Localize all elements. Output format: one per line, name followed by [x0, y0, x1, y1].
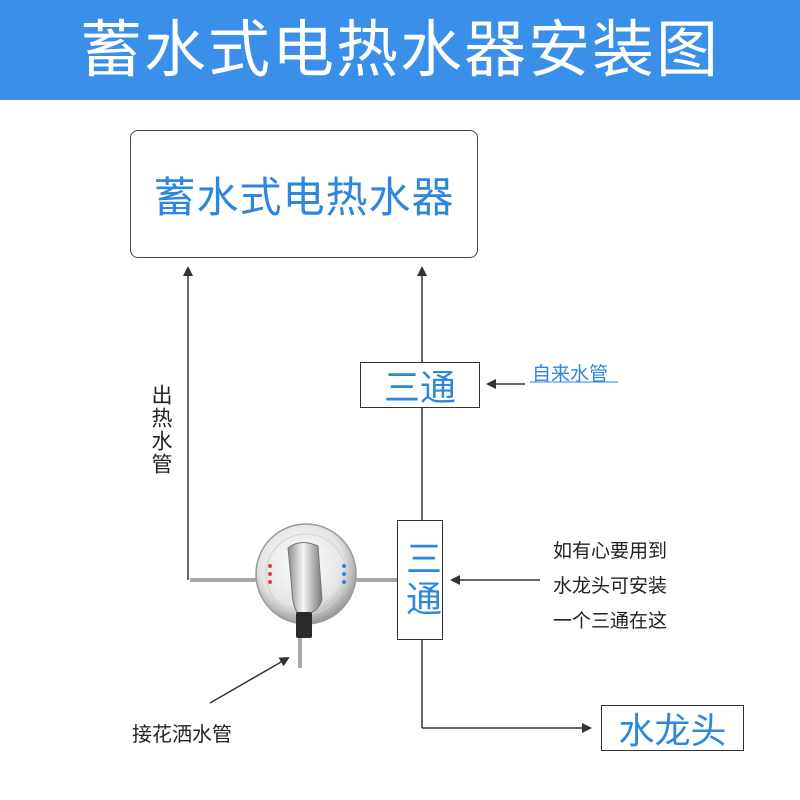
note-line: 水龙头可安装 — [553, 575, 668, 597]
shower-pipe-label: 接花洒水管 — [132, 722, 232, 746]
tap-water-pipe-label: 自来水管 — [532, 363, 609, 385]
page-title: 蓄水式电热水器安装图 — [79, 13, 720, 86]
header-banner: 蓄水式电热水器安装图 — [0, 0, 800, 100]
faucet-box: 水龙头 — [601, 705, 744, 752]
note-line: 一个三通在这 — [553, 610, 668, 632]
shower-arrow — [209, 657, 290, 704]
tee-top-label: 三通 — [383, 368, 456, 409]
tee-middle-box: 三通 — [397, 520, 443, 640]
tee-middle-label: 三通 — [400, 540, 441, 620]
flow-lines — [183, 266, 592, 733]
mixing-valve-icon — [255, 523, 357, 638]
water-heater-box: 蓄水式电热水器 — [130, 130, 478, 258]
hot-water-out-label: 出热水管 — [149, 384, 173, 476]
faucet-note: 如有心要用到 水龙头可安装 一个三通在这 — [553, 534, 703, 639]
water-heater-label: 蓄水式电热水器 — [153, 172, 455, 222]
note-line: 如有心要用到 — [553, 540, 668, 562]
tee-top-box: 三通 — [360, 362, 480, 409]
faucet-label: 水龙头 — [618, 711, 727, 752]
